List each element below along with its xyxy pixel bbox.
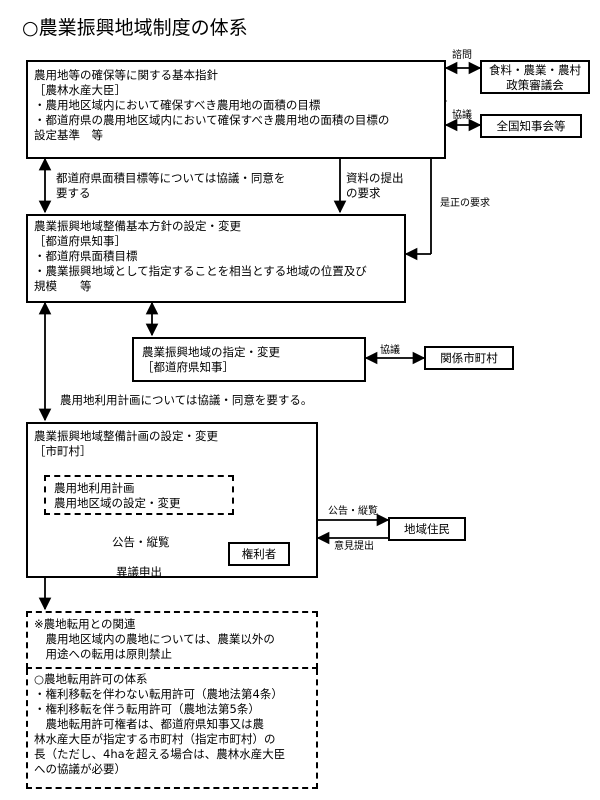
permission-system-box: ○農地転用許可の体系 ・権利移転を伴わない転用許可（農地法第4条） ・権利移転を… xyxy=(26,669,318,789)
permission-line: ・権利移転を伴わない転用許可（農地法第4条） xyxy=(34,687,283,701)
data-request-label: 資料の提出 の要求 xyxy=(346,171,404,201)
rights-holder-box: 権利者 xyxy=(228,542,290,566)
relation-line: 用途への転用は原則禁止 xyxy=(34,647,172,661)
council-line: 食料・農業・農村 xyxy=(489,63,581,77)
permission-line: ・権利移転を伴う転用許可（農地法第5条） xyxy=(34,702,260,716)
objection-label: 異議申出 xyxy=(116,565,162,579)
relation-line: 農用地区域内の農地については、農業以外の xyxy=(34,632,275,646)
correction-request-label: 是正の要求 xyxy=(440,198,490,209)
land-use-plan-box: 農用地利用計画 農用地区域の設定・変更 xyxy=(44,475,234,515)
rights-holder-label: 権利者 xyxy=(241,547,277,561)
designation-line: 農業振興地域の指定・変更 xyxy=(142,345,280,359)
consult-municipality-label: 協議 xyxy=(380,345,400,356)
opinion-label: 意見提出 xyxy=(334,541,374,552)
governors-box: 全国知事会等 xyxy=(480,114,582,138)
relation-line: ※農地転用との関連 xyxy=(34,617,136,631)
residents-box: 地域住民 xyxy=(388,517,466,541)
basic-policy-box: 農業振興地域整備基本方針の設定・変更 ［都道府県知事］ ・都道府県面積目標 ・農… xyxy=(26,214,406,303)
basic-guideline-box: 農用地等の確保等に関する基本指針 ［農林水産大臣］ ・農用地区域内において確保す… xyxy=(26,60,446,159)
page-title: ○農業振興地域制度の体系 xyxy=(22,17,248,39)
guideline-line: ・農用地区域内において確保すべき農用地の面積の目標 xyxy=(34,98,321,112)
notice-rights-label: 公告・縦覧 xyxy=(112,535,170,549)
residents-label: 地域住民 xyxy=(404,522,450,536)
data-request-line: の要求 xyxy=(346,186,381,200)
consult-council-label: 諮問 xyxy=(452,50,472,61)
municipality-box: 関係市町村 xyxy=(424,346,514,370)
council-box: 食料・農業・農村 政策審議会 xyxy=(480,60,590,94)
landuse-note: 農用地利用計画については協議・同意を要する。 xyxy=(60,393,313,407)
pref-target-note-line: 要する xyxy=(56,186,91,200)
conversion-relation-box: ※農地転用との関連 農用地区域内の農地については、農業以外の 用途への転用は原則… xyxy=(26,611,318,669)
permission-line: 長（ただし、4haを超える場合は、農林水産大臣 xyxy=(34,747,286,761)
permission-line: ○農地転用許可の体系 xyxy=(34,672,148,686)
pref-target-note: 都道府県面積目標等については協議・同意を 要する xyxy=(56,171,285,201)
municipal-plan-line: ［市町村］ xyxy=(34,444,92,458)
policy-line: 規模 等 xyxy=(34,279,92,293)
policy-line: ・都道府県面積目標 xyxy=(34,249,138,263)
designation-box: 農業振興地域の指定・変更 ［都道府県知事］ xyxy=(132,337,366,382)
policy-line: ［都道府県知事］ xyxy=(34,234,126,248)
pref-target-note-line: 都道府県面積目標等については協議・同意を xyxy=(56,171,286,185)
permission-line: 農地転用許可権者は、都道府県知事又は農 xyxy=(34,717,264,731)
governors-label: 全国知事会等 xyxy=(496,119,566,133)
permission-line: への協議が必要） xyxy=(34,762,126,776)
guideline-line: 設定基準 等 xyxy=(34,128,103,142)
policy-line: 農業振興地域整備基本方針の設定・変更 xyxy=(34,219,241,233)
data-request-line: 資料の提出 xyxy=(346,171,404,185)
land-use-plan-line: 農用地利用計画 xyxy=(54,481,135,495)
municipal-plan-line: 農業振興地域整備計画の設定・変更 xyxy=(34,429,218,443)
guideline-line: ・都道府県の農用地区域内において確保すべき農用地の面積の目標の xyxy=(34,113,390,127)
guideline-line: ［農林水産大臣］ xyxy=(34,83,126,97)
designation-line: ［都道府県知事］ xyxy=(142,360,234,374)
permission-line: 林水産大臣が指定する市町村（指定市町村）の xyxy=(34,732,276,746)
policy-line: ・農業振興地域として指定することを相当とする地域の位置及び xyxy=(34,264,367,278)
land-use-plan-line: 農用地区域の設定・変更 xyxy=(54,496,181,510)
municipality-label: 関係市町村 xyxy=(440,351,498,365)
consult-governors-label: 協議 xyxy=(452,110,472,121)
notice-residents-label: 公告・縦覧 xyxy=(328,506,378,517)
guideline-line: 農用地等の確保等に関する基本指針 xyxy=(34,68,218,82)
council-line: 政策審議会 xyxy=(506,78,564,92)
